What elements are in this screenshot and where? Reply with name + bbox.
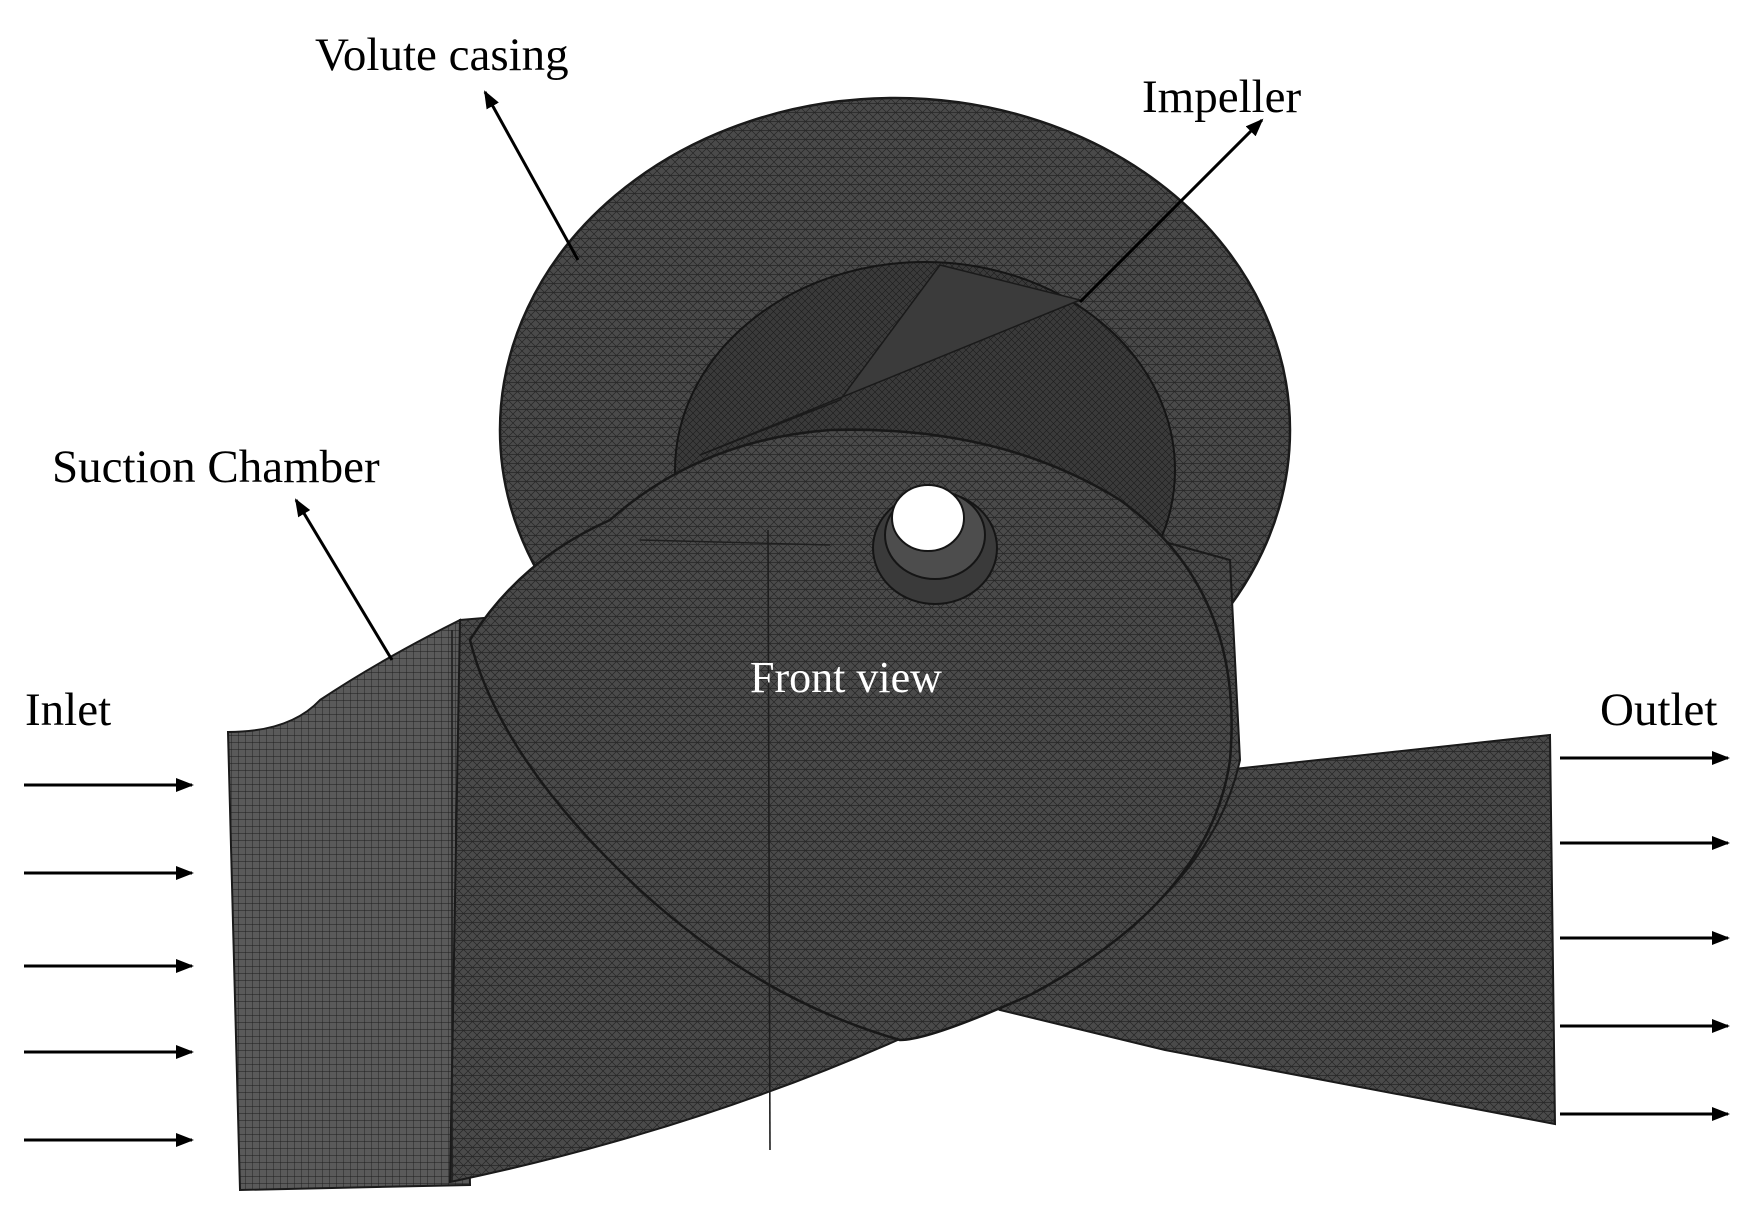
inlet-label: Inlet xyxy=(25,684,111,736)
volute-casing-leader-arrow xyxy=(483,90,580,261)
mesh-seam-horizontal xyxy=(639,539,831,546)
volute-casing-label: Volute casing xyxy=(315,29,569,81)
shaft-bore xyxy=(891,484,965,552)
front-view-label: Front view xyxy=(750,653,942,702)
impeller-leader-arrow xyxy=(1078,118,1264,304)
front-disc-mesh xyxy=(468,428,1233,1042)
outlet-flow-arrows xyxy=(1560,751,1730,1121)
suction-chamber-label: Suction Chamber xyxy=(52,441,380,493)
mesh-seam-vertical xyxy=(767,529,771,1151)
impeller-blade-sector xyxy=(699,264,1083,456)
suction-chamber-leader-arrow xyxy=(294,498,394,661)
suction-chamber-mesh xyxy=(226,618,472,1192)
outlet-label: Outlet xyxy=(1600,684,1717,736)
impeller-label: Impeller xyxy=(1142,71,1302,123)
inlet-flow-arrows xyxy=(24,778,194,1147)
